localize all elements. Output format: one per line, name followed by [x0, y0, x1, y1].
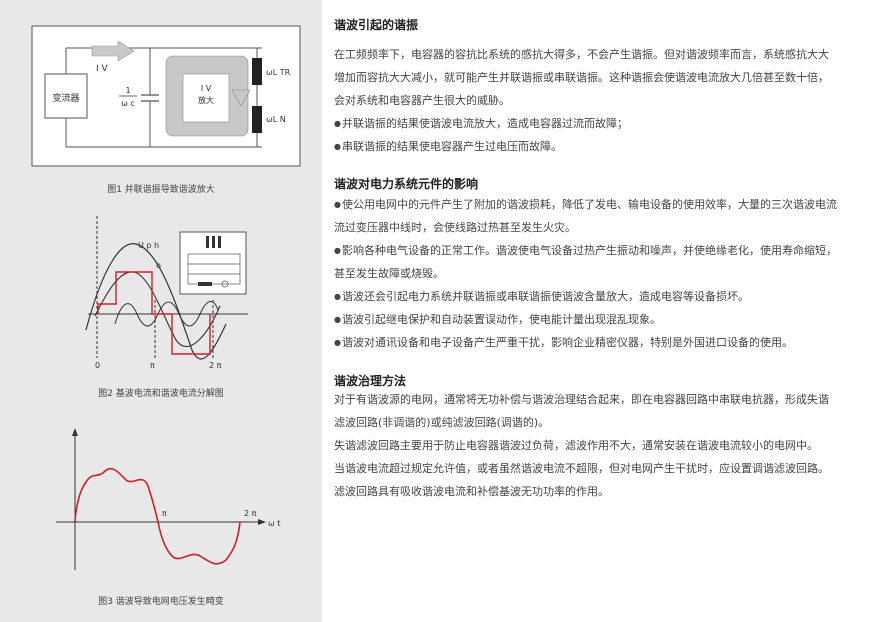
harmonic-decomposition-diagram: U p h h 0 π 2 π — [85, 216, 248, 370]
inner-iv-label: I V — [201, 84, 212, 93]
cap-denominator: ω c — [121, 99, 135, 108]
bullet-item: 并联谐振的结果使谐波电流放大，造成电容器过流而故障； — [334, 112, 882, 135]
wltr-label: ωL TR — [266, 68, 291, 77]
bullet-item: 影响各种电气设备的正常工作。谐波使电气设备过热产生振动和噪声，并使绝缘老化，使用… — [334, 239, 882, 262]
figure-3: π 2 π ω t 图3 谐波导致电网电压发生畸变 — [0, 410, 322, 622]
paragraph: 增加而容抗大大减小，就可能产生并联谐振或串联谐振。这种谐振会使谐波电流放大几倍甚… — [334, 71, 829, 84]
bullet-item: 谐波引起继电保护和自动装置误动作，使电能计量出现混乱现象。 — [334, 308, 882, 331]
section-title-resonance: 谐波引起的谐振 — [334, 18, 419, 32]
paragraph: 滤波回路(非调谐的)或纯滤波回路(调谐的)。 — [334, 416, 550, 429]
two-pi-label-fig3: 2 π — [244, 509, 257, 518]
wt-label: ω t — [268, 519, 280, 528]
converter-label: 变流器 — [52, 92, 79, 104]
figure-2: U p h h 0 π 2 π 图2 基波电流和谐波电流分解图 — [0, 200, 322, 410]
zero-label: 0 — [95, 361, 100, 370]
figures-panel: 变流器 I V 1 ω c ωL TR ωL N — [0, 0, 322, 622]
paragraph: 失谐滤波回路主要用于防止电容器谐波过负荷，滤波作用不大，通常安装在谐波电流较小的… — [334, 439, 818, 452]
cap-numerator: 1 — [125, 86, 130, 95]
figure-3-caption: 图3 谐波导致电网电压发生畸变 — [98, 597, 224, 607]
paragraph: 当谐波电流超过规定允许值，或者虽然谐波电流不超限，但对电网产生干扰时，应设置调谐… — [334, 462, 829, 475]
bullet-item: 谐波对通讯设备和电子设备产生严重干扰，影响企业精密仪器，特别是外国进口设备的使用… — [334, 331, 882, 354]
paragraph: 对于有谐波源的电网，通常将无功补偿与谐波治理结合起来，即在电容器回路中串联电抗器… — [334, 393, 829, 406]
paragraph: 流过变压器中线时，会使线路过热甚至发生火灾。 — [334, 221, 576, 234]
pi-label-fig3: π — [162, 509, 167, 518]
bullet-item: 使公用电网中的元件产生了附加的谐波损耗，降低了发电、输电设备的使用效率，大量的三… — [334, 193, 882, 216]
parallel-resonance-diagram: 变流器 I V 1 ω c ωL TR ωL N — [31, 25, 301, 167]
paragraph: 滤波回路具有吸收谐波电流和补偿基波无功功率的作用。 — [334, 485, 609, 498]
two-pi-label: 2 π — [209, 361, 222, 370]
figure-1: 变流器 I V 1 ω c ωL TR ωL N — [0, 0, 322, 200]
voltage-distortion-diagram: π 2 π ω t — [56, 428, 280, 570]
paragraph: 甚至发生故障或烧毁。 — [334, 267, 444, 280]
uph-label: U p h — [138, 241, 159, 250]
iv-label: I V — [96, 64, 109, 74]
paragraph: 会对系统和电容器产生很大的威胁。 — [334, 94, 510, 107]
bullet-item: 谐波还会引起电力系统并联谐振或串联谐振使谐波含量放大，造成电容等设备损坏。 — [334, 285, 882, 308]
figure-2-caption: 图2 基波电流和谐波电流分解图 — [98, 389, 224, 399]
paragraph: 在工频频率下，电容器的容抗比系统的感抗大得多，不会产生谐振。但对谐波频率而言，系… — [334, 48, 829, 61]
section-title-impact: 谐波对电力系统元件的影响 — [334, 177, 479, 191]
pi-label: π — [150, 361, 155, 370]
h-label: h — [156, 261, 161, 270]
wln-label: ωL N — [266, 115, 286, 124]
figure-1-caption: 图1 并联谐振导致谐波放大 — [107, 185, 215, 195]
section-title-mitigation: 谐波治理方法 — [334, 374, 407, 388]
bullet-item: 串联谐振的结果使电容器产生过电压而故障。 — [334, 135, 882, 158]
inner-amp-label: 放大 — [198, 95, 214, 105]
